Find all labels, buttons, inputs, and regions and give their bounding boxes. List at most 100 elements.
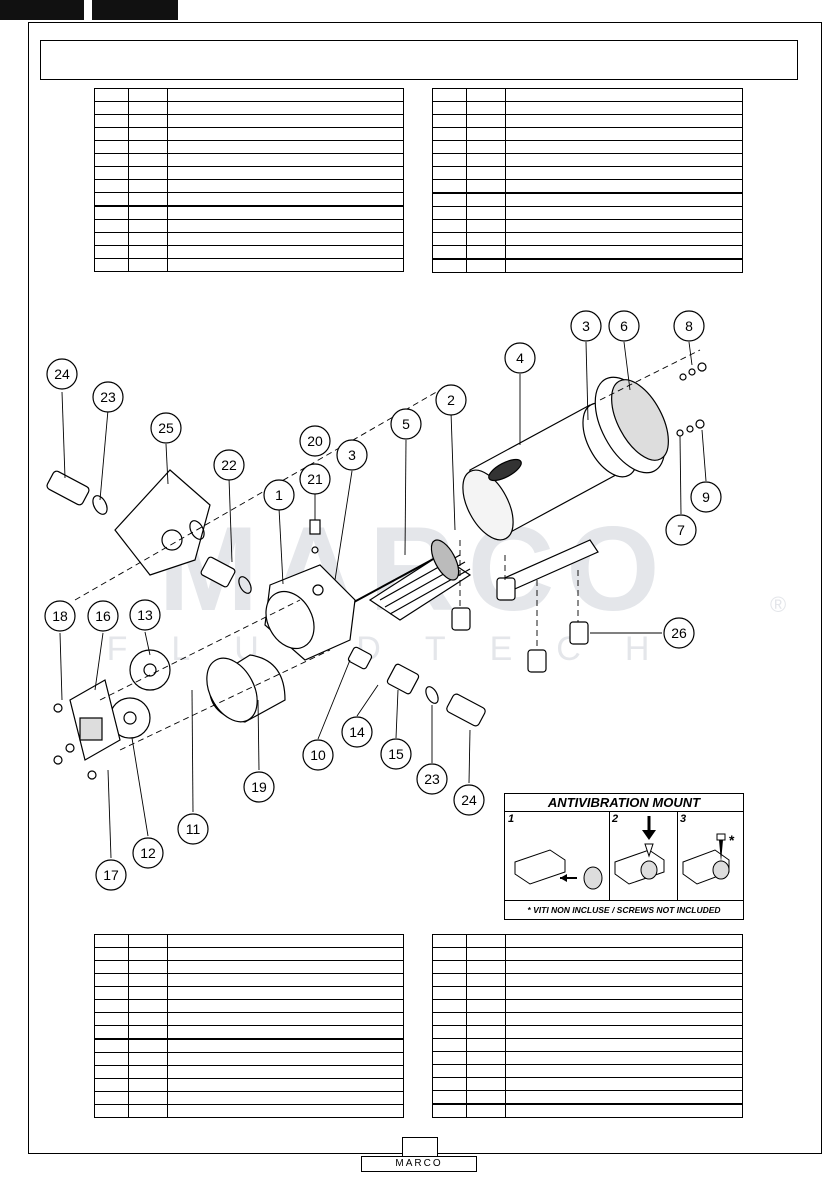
callout-label: 25 [158,420,174,436]
gears [109,649,171,739]
mount-step-1: 1 [505,812,610,900]
table-row [432,1025,743,1039]
callout-c18: 18 [44,600,76,632]
table-row [94,1025,404,1040]
table-row [94,999,404,1013]
table-cell [167,127,404,141]
table-cell [505,986,743,1000]
table-cell [128,140,168,154]
callout-circle [299,463,331,495]
table-cell [466,960,506,974]
table-cell [167,179,404,193]
table-cell [128,960,168,974]
callout-circle [435,384,467,416]
table-cell [94,1052,129,1066]
table-cell [128,986,168,1000]
antivibration-mount-box: ANTIVIBRATION MOUNT 1 2 3 * [504,793,744,920]
table-cell [94,219,129,233]
table-cell [432,206,467,220]
table-cell [505,1051,743,1065]
table-cell [128,166,168,180]
callout-circle [46,358,78,390]
callout-circle [92,381,124,413]
table-cell [167,205,404,220]
table-cell [128,219,168,233]
table-cell [505,88,743,102]
callout-c2: 2 [435,384,467,416]
table-cell [94,114,129,128]
table-row [432,973,743,987]
table-cell [505,179,743,194]
callout-label: 16 [95,608,111,624]
screws-left [53,703,97,780]
callout-circle [299,425,331,457]
callout-c24b: 24 [453,784,485,816]
table-cell [167,1104,404,1118]
table-row [432,101,743,115]
callout-circle [390,408,422,440]
table-cell [466,179,506,194]
table-cell [432,999,467,1013]
parts-table-bottom-left [94,934,404,1118]
table-cell [432,960,467,974]
table-cell [167,140,404,154]
table-cell [128,101,168,115]
table-row [432,219,743,233]
table-cell [432,1025,467,1039]
title-box [40,40,798,80]
table-cell [466,114,506,128]
bottom-tab [402,1137,438,1157]
table-cell [466,192,506,207]
table-cell [432,1012,467,1026]
table-row [94,101,404,115]
table-cell [466,1038,506,1052]
terminal-hardware [676,362,707,437]
table-row [94,114,404,128]
table-cell [505,1077,743,1091]
mount-step-3: 3 * [677,812,743,900]
table-cell [167,258,404,272]
table-cell [167,1078,404,1092]
callout-circle [177,813,209,845]
table-cell [94,140,129,154]
table-cell [94,1091,129,1105]
callout-label: 10 [310,747,326,763]
table-row [94,219,404,233]
callout-c24a: 24 [46,358,78,390]
table-cell [466,1012,506,1026]
table-cell [466,219,506,233]
table-cell [128,245,168,259]
table-cell [505,947,743,961]
table-cell [167,101,404,115]
alignment-lines [74,349,701,751]
table-cell [466,986,506,1000]
callout-c10: 10 [302,739,334,771]
table-cell [466,140,506,154]
table-cell [466,999,506,1013]
table-cell [167,153,404,167]
table-row [94,205,404,220]
table-cell [505,245,743,260]
callout-label: 20 [307,433,323,449]
back-plate [69,679,121,761]
table-row [94,960,404,974]
table-cell [432,245,467,260]
table-row [94,140,404,154]
callout-label: 19 [251,779,267,795]
table-cell [167,986,404,1000]
table-row [432,258,743,273]
callout-c8: 8 [673,310,705,342]
table-cell [128,1078,168,1092]
table-cell [167,1025,404,1040]
callout-c23a: 23 [92,381,124,413]
callout-circle [150,412,182,444]
table-cell [94,999,129,1013]
gear-housing [206,654,286,723]
mount-title: ANTIVIBRATION MOUNT [505,794,743,812]
callout-c6: 6 [608,310,640,342]
table-row [94,1091,404,1105]
outlet-parts [347,646,486,727]
table-cell [432,258,467,273]
mount-step-2: 2 [609,812,678,900]
